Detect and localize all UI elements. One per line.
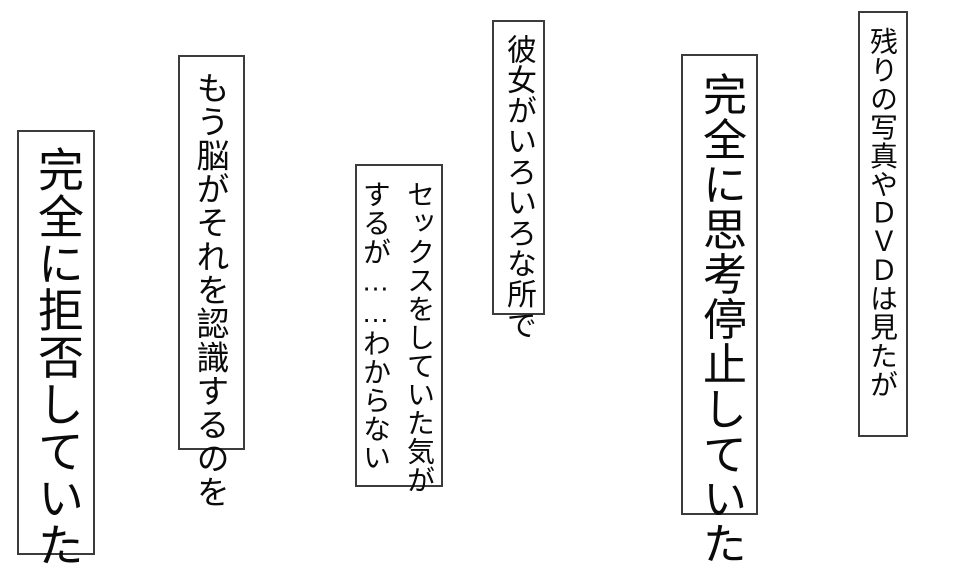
text-box-5-column-1: 完全に思考停止していた	[696, 72, 745, 566]
text-box-3-column-2: するが……わからない	[360, 180, 391, 472]
text-box-1: 完全に拒否していた	[17, 130, 95, 568]
page-canvas: 完全に拒否していた もう脳がそれを認識するのを セックスをしていた気が するが……	[17, 11, 908, 568]
text-box-6-column-1: 残りの写真やＤＶＤは見たが	[867, 27, 898, 399]
text-box-3-column-1: セックスをしていた気が	[404, 180, 435, 495]
text-box-2-column-1: もう脳がそれを認識するのを	[192, 71, 229, 509]
text-box-3: セックスをしていた気が するが……わからない	[355, 164, 443, 494]
text-box-4: 彼女がいろいろな所で	[492, 20, 545, 340]
text-box-1-column-1: 完全に拒否していた	[32, 146, 84, 568]
text-box-4-column-1: 彼女がいろいろな所で	[502, 34, 535, 340]
text-box-5: 完全に思考停止していた	[681, 54, 758, 566]
text-box-2: もう脳がそれを認識するのを	[178, 55, 245, 509]
text-box-6: 残りの写真やＤＶＤは見たが	[858, 11, 908, 437]
